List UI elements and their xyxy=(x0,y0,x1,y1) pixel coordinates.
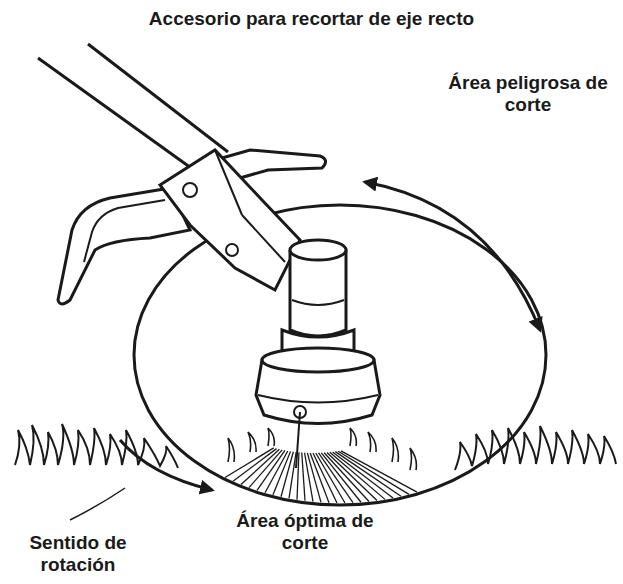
diagram-title: Accesorio para recortar de eje recto xyxy=(60,8,563,30)
grass xyxy=(455,426,616,470)
guard xyxy=(58,188,190,304)
grass xyxy=(15,424,178,468)
leader-line xyxy=(70,488,125,520)
coupler-housing xyxy=(215,150,242,215)
callout-label: Área óptima de corte xyxy=(230,510,380,554)
motor-housing xyxy=(292,300,344,305)
spool-head xyxy=(262,348,374,372)
cut-stroke xyxy=(233,449,277,482)
cut-stroke xyxy=(302,453,305,501)
cut-stroke xyxy=(321,453,361,502)
cut-stroke xyxy=(341,451,417,492)
bolt xyxy=(226,244,238,256)
grass xyxy=(228,428,416,470)
cut-stroke xyxy=(316,453,345,503)
coupler-housing xyxy=(242,215,285,262)
cut-stroke xyxy=(333,452,393,498)
cut-stroke xyxy=(313,453,337,503)
spool-head xyxy=(258,395,378,403)
shaft xyxy=(88,44,228,152)
rotation-arrow xyxy=(120,440,212,490)
guard xyxy=(84,200,165,262)
cut-stroke xyxy=(257,450,285,490)
callout-label: Sentido de rotación xyxy=(8,532,148,576)
trimmer-line xyxy=(296,412,300,468)
cut-stroke xyxy=(281,452,293,497)
bolt xyxy=(183,183,197,197)
danger-arrow xyxy=(365,182,540,330)
cut-stroke xyxy=(335,452,401,497)
cutting-ellipse xyxy=(134,205,546,505)
cut-stroke xyxy=(225,448,274,478)
coupler-housing xyxy=(160,150,300,290)
cut-strokes xyxy=(225,448,417,503)
motor-housing xyxy=(290,240,346,260)
callout-label: Área peligrosa de corte xyxy=(448,72,608,116)
motor-housing xyxy=(290,250,346,336)
cut-stroke xyxy=(289,452,296,498)
cut-stroke xyxy=(249,450,282,488)
shaft xyxy=(38,58,205,178)
